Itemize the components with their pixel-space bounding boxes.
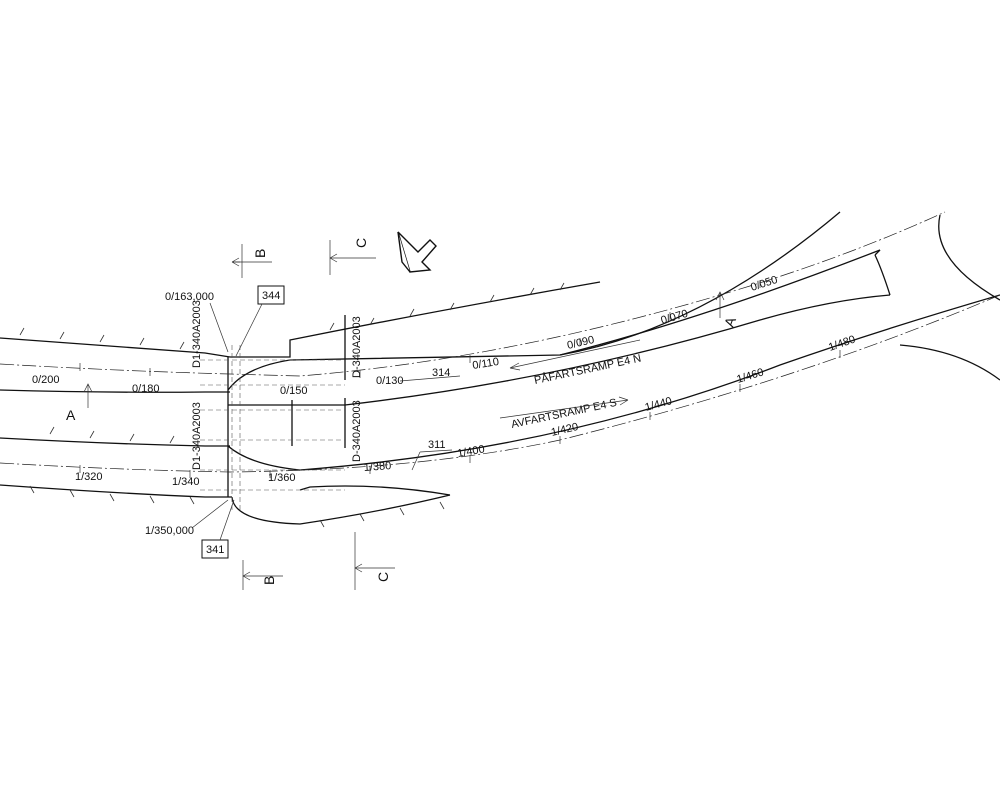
north-arrow-icon — [397, 231, 437, 273]
line-ref-north: 314 — [432, 367, 450, 379]
object-id-bottom: 341 — [201, 499, 235, 559]
bridge-label: D-340A2003 — [351, 400, 363, 462]
chainage-top: 0/163,000 — [165, 291, 214, 303]
station-label: 1/320 — [75, 471, 103, 483]
section-c-label-bottom: C — [375, 572, 391, 582]
station-labels-north: 0/050 0/070 0/090 0/110 0/130 0/150 0/18… — [32, 274, 779, 397]
bridge-label: D1-340A2003 — [191, 402, 203, 470]
object-id-label: 344 — [262, 290, 280, 302]
object-id-label: 341 — [206, 544, 224, 556]
station-label: 1/480 — [827, 334, 857, 354]
slope-hatching — [19, 282, 565, 528]
section-b-label-bottom: B — [261, 576, 277, 585]
bridge-label: D1-340A2003 — [191, 300, 203, 368]
bridge-structure-dashed — [200, 345, 345, 510]
station-label: 1/400 — [456, 443, 485, 460]
section-c-label-top: C — [353, 238, 369, 248]
ramp-labels: PÅFARTSRAMP E4 N AVFARTSRAMP E4 S — [499, 339, 642, 431]
chainage-callouts: 0/163,000 1/350,000 — [145, 291, 229, 537]
station-label: 0/200 — [32, 374, 60, 386]
station-label: 1/440 — [644, 395, 674, 414]
section-a-label-left: A — [66, 407, 76, 423]
road-edges — [0, 211, 1000, 525]
section-b-label-top: B — [252, 249, 268, 258]
bridge-label: D-340A2003 — [351, 316, 363, 378]
station-label: 1/360 — [268, 472, 296, 484]
chainage-bottom: 1/350,000 — [145, 525, 194, 537]
section-a-label-right: A — [721, 314, 739, 329]
ramp-name-north: PÅFARTSRAMP E4 N — [533, 352, 642, 387]
station-label: 0/150 — [280, 385, 308, 397]
line-refs: 314 311 — [399, 367, 461, 471]
section-marker-c: C C — [329, 238, 395, 590]
station-ticks — [79, 280, 841, 478]
station-label: 0/050 — [749, 274, 779, 294]
section-marker-b: B B — [231, 244, 283, 590]
line-ref-south: 311 — [428, 439, 446, 451]
station-label: 0/130 — [376, 375, 404, 387]
bridge-labels: D1-340A2003 D-340A2003 D1-340A2003 D-340… — [191, 300, 363, 470]
object-id-top: 344 — [235, 285, 285, 357]
station-label: 1/340 — [172, 476, 200, 488]
station-label: 1/380 — [363, 460, 391, 474]
station-label: 0/180 — [132, 383, 160, 395]
center-lines — [0, 211, 1000, 473]
station-label: 0/110 — [472, 356, 500, 372]
